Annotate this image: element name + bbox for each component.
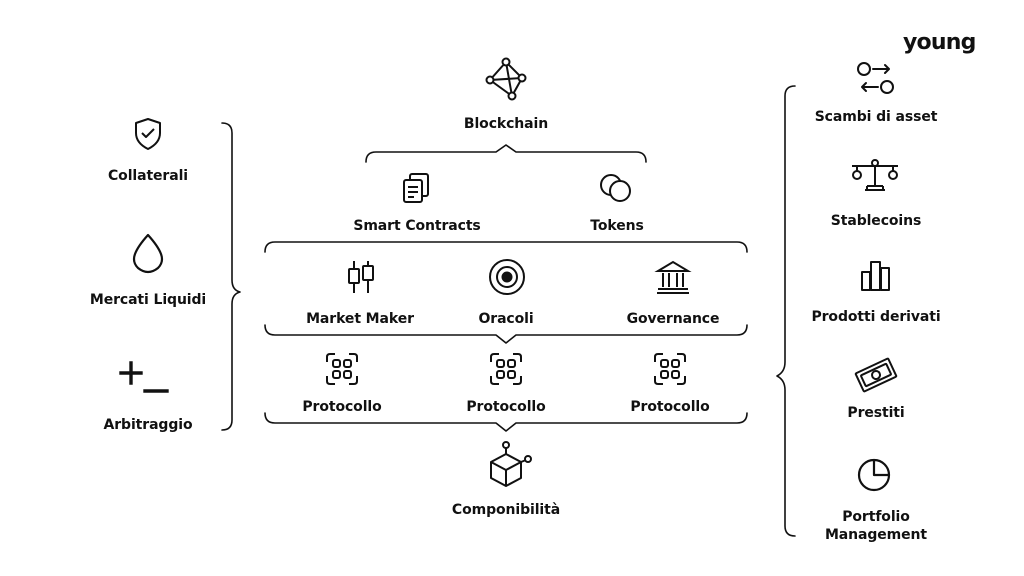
protocollo-label-3: Protocollo (630, 399, 710, 415)
banknote-icon (854, 357, 898, 393)
bank-icon (654, 260, 692, 294)
market-maker-label: Market Maker (306, 311, 414, 327)
protocol-icon (654, 353, 686, 385)
coins-icon (600, 174, 631, 202)
stablecoins-label: Stablecoins (830, 213, 922, 229)
blockchain-label: Blockchain (463, 116, 549, 132)
tokens-label: Tokens (590, 218, 644, 234)
management-label: Management (824, 527, 928, 543)
protocol-icon (326, 353, 358, 385)
layer3-bracket-bottom (264, 412, 748, 432)
young-logo: young (903, 30, 976, 55)
plus-minus-icon (119, 361, 169, 393)
scale-icon (852, 159, 898, 191)
swap-icon (857, 62, 894, 94)
collaterali-label: Collaterali (108, 168, 188, 184)
bar-chart-icon (861, 261, 890, 291)
scambi-label: Scambi di asset (814, 109, 938, 125)
protocol-icon (490, 353, 522, 385)
prestiti-label: Prestiti (847, 405, 905, 421)
arbitraggio-label: Arbitraggio (103, 417, 193, 433)
protocollo-label-2: Protocollo (466, 399, 546, 415)
target-icon (489, 259, 525, 295)
candlestick-icon (348, 261, 374, 293)
layer2-bracket-top (264, 241, 748, 253)
left-brace (221, 122, 241, 431)
drop-icon (132, 233, 164, 274)
network-icon (485, 57, 527, 101)
derivati-label: Prodotti derivati (811, 309, 941, 325)
oracoli-label: Oracoli (478, 311, 534, 327)
logo-text: young (903, 30, 976, 55)
governance-label: Governance (626, 311, 720, 327)
protocollo-label-1: Protocollo (302, 399, 382, 415)
pie-chart-icon (857, 458, 891, 492)
mercati-liquidi-label: Mercati Liquidi (89, 292, 207, 308)
shield-check-icon (135, 118, 161, 150)
layer2-bracket-bottom (264, 324, 748, 344)
portfolio-label: Portfolio (842, 509, 910, 525)
blockchain-bracket (365, 144, 647, 163)
right-brace (776, 85, 796, 537)
document-stack-icon (403, 173, 429, 203)
cube-icon (490, 441, 532, 487)
smart-contracts-label: Smart Contracts (353, 218, 481, 234)
componibilita-label: Componibilità (451, 502, 561, 518)
